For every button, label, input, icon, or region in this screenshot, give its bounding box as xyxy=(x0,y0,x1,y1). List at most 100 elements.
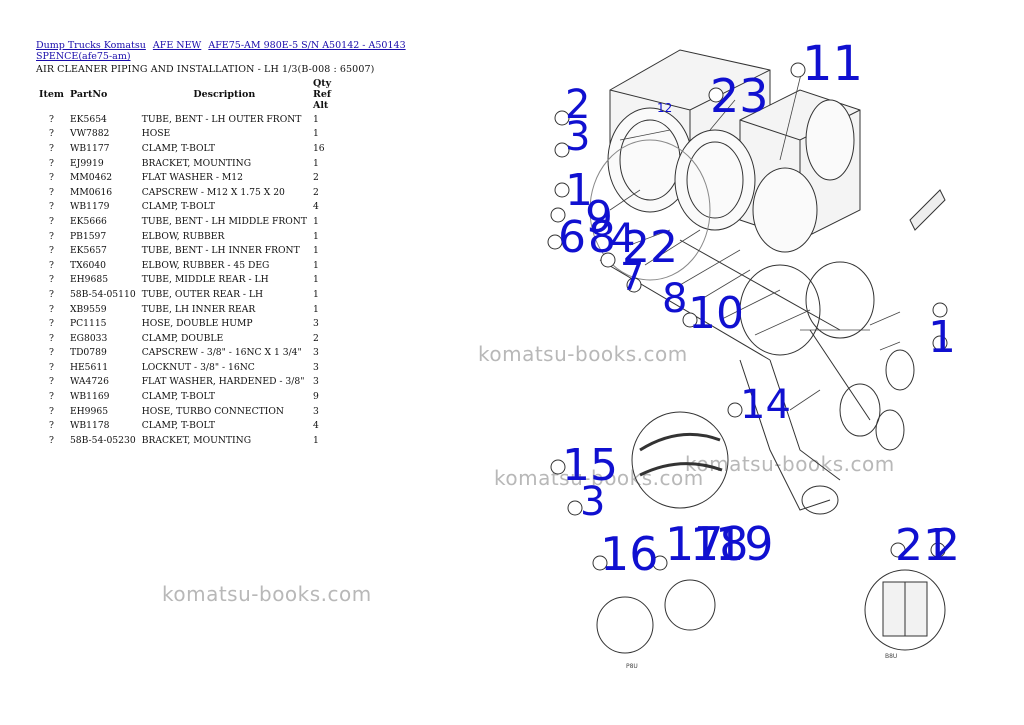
callout-number: 9 xyxy=(585,192,613,243)
callout-number: 1 xyxy=(565,165,593,216)
breadcrumb-link-group[interactable]: AFE NEW xyxy=(152,40,202,51)
table-row: ? WB1177 CLAMP, T-BOLT 16 xyxy=(36,141,334,156)
partno-cell: PC1115 xyxy=(69,318,107,330)
partno-cell: EK5666 xyxy=(69,215,107,227)
watermark: komatsu-books.com xyxy=(162,582,372,606)
table-header-row: Item PartNo Description Qty Ref Alt xyxy=(36,77,334,112)
qty-cell: 16 xyxy=(312,142,325,154)
description-cell: CAPSCREW - 3/8" - 16NC X 1 3/4" xyxy=(141,347,302,359)
partno-cell: TD0789 xyxy=(69,347,107,359)
callout-number: 2 xyxy=(565,82,590,128)
callout-number: 22 xyxy=(622,222,678,273)
partno-cell: EJ9919 xyxy=(69,157,104,169)
item-cell: ? xyxy=(49,128,54,140)
description-cell: ELBOW, RUBBER - 45 DEG xyxy=(141,259,270,271)
item-cell: ? xyxy=(49,259,54,271)
callout-number: 4 xyxy=(610,216,635,262)
item-cell: ? xyxy=(49,420,54,432)
item-cell: ? xyxy=(49,186,54,198)
item-cell: ? xyxy=(49,157,54,169)
item-cell: ? xyxy=(49,201,54,213)
description-cell: FLAT WASHER - M12 xyxy=(141,172,243,184)
partno-cell: EK5657 xyxy=(69,245,107,257)
qty-cell: 3 xyxy=(312,361,319,373)
qty-cell: 1 xyxy=(312,303,319,315)
partno-cell: WB1169 xyxy=(69,391,110,403)
item-cell: ? xyxy=(49,113,54,125)
description-cell: TUBE, MIDDLE REAR - LH xyxy=(141,274,269,286)
item-cell: ? xyxy=(49,230,54,242)
qty-cell: 3 xyxy=(312,318,319,330)
qty-cell: 9 xyxy=(312,391,319,403)
column-header-partno: PartNo xyxy=(69,89,108,100)
item-cell: ? xyxy=(49,142,54,154)
description-cell: LOCKNUT - 3/8" - 16NC xyxy=(141,361,255,373)
diagram-small-labels: P8U B8U xyxy=(626,653,897,670)
qty-cell: 2 xyxy=(312,186,319,198)
description-cell: HOSE xyxy=(141,128,171,140)
item-cell: ? xyxy=(49,391,54,403)
description-cell: CLAMP, T-BOLT xyxy=(141,420,215,432)
watermark: komatsu-books.com xyxy=(478,342,688,366)
partno-cell: HE5611 xyxy=(69,361,109,373)
description-cell: CLAMP, T-BOLT xyxy=(141,142,215,154)
callout-number: 21 xyxy=(895,520,951,571)
qty-cell: 2 xyxy=(312,332,319,344)
callout-number: 15 xyxy=(562,440,618,491)
column-header-description: Description xyxy=(193,89,256,100)
diagram-label-p8u: P8U xyxy=(626,663,638,670)
item-cell: ? xyxy=(49,405,54,417)
description-cell: BRACKET, MOUNTING xyxy=(141,434,252,446)
breadcrumb-link-category[interactable]: Dump Trucks Komatsu xyxy=(36,40,146,51)
callout-number: 3 xyxy=(565,114,590,160)
item-cell: ? xyxy=(49,318,54,330)
callout-number: 3 xyxy=(580,479,605,525)
partno-cell: EH9965 xyxy=(69,405,109,417)
diagram-label-b8u: B8U xyxy=(885,653,897,660)
item-cell: ? xyxy=(49,332,54,344)
description-cell: TUBE, OUTER REAR - LH xyxy=(141,288,264,300)
callout-number: 10 xyxy=(688,288,744,339)
diagram-lineart xyxy=(589,49,946,654)
callout-number: 19 xyxy=(715,517,774,571)
description-cell: TUBE, BENT - LH MIDDLE FRONT xyxy=(141,215,307,227)
item-cell: ? xyxy=(49,172,54,184)
column-header-qty: Qty Ref Alt xyxy=(312,78,332,111)
partno-cell: WB1177 xyxy=(69,142,110,154)
item-cell: ? xyxy=(49,274,54,286)
breadcrumb: Dump Trucks Komatsu AFE NEW AFE75-AM 980… xyxy=(36,40,466,62)
callout-number: 14 xyxy=(740,382,791,428)
column-header-item: Item xyxy=(39,89,64,100)
parts-table: Item PartNo Description Qty Ref Alt ?EK5… xyxy=(36,77,334,448)
partno-cell: WB1178 xyxy=(69,420,110,432)
breadcrumb-link-model[interactable]: AFE75-AM 980E-5 S/N A50142 - A50143 SPEN… xyxy=(36,40,406,62)
partno-cell: EK5654 xyxy=(69,113,107,125)
callout-number: 1 xyxy=(928,312,956,363)
callout-number: 8 xyxy=(662,276,687,322)
parts-panel: Dump Trucks Komatsu AFE NEW AFE75-AM 980… xyxy=(36,40,466,448)
qty-cell: 1 xyxy=(312,288,319,300)
qty-cell: 4 xyxy=(312,201,319,213)
description-cell: CLAMP, T-BOLT xyxy=(141,201,215,213)
page-title: AIR CLEANER PIPING AND INSTALLATION - LH… xyxy=(36,64,375,75)
qty-cell: 3 xyxy=(312,347,319,359)
qty-cell: 1 xyxy=(312,434,319,446)
